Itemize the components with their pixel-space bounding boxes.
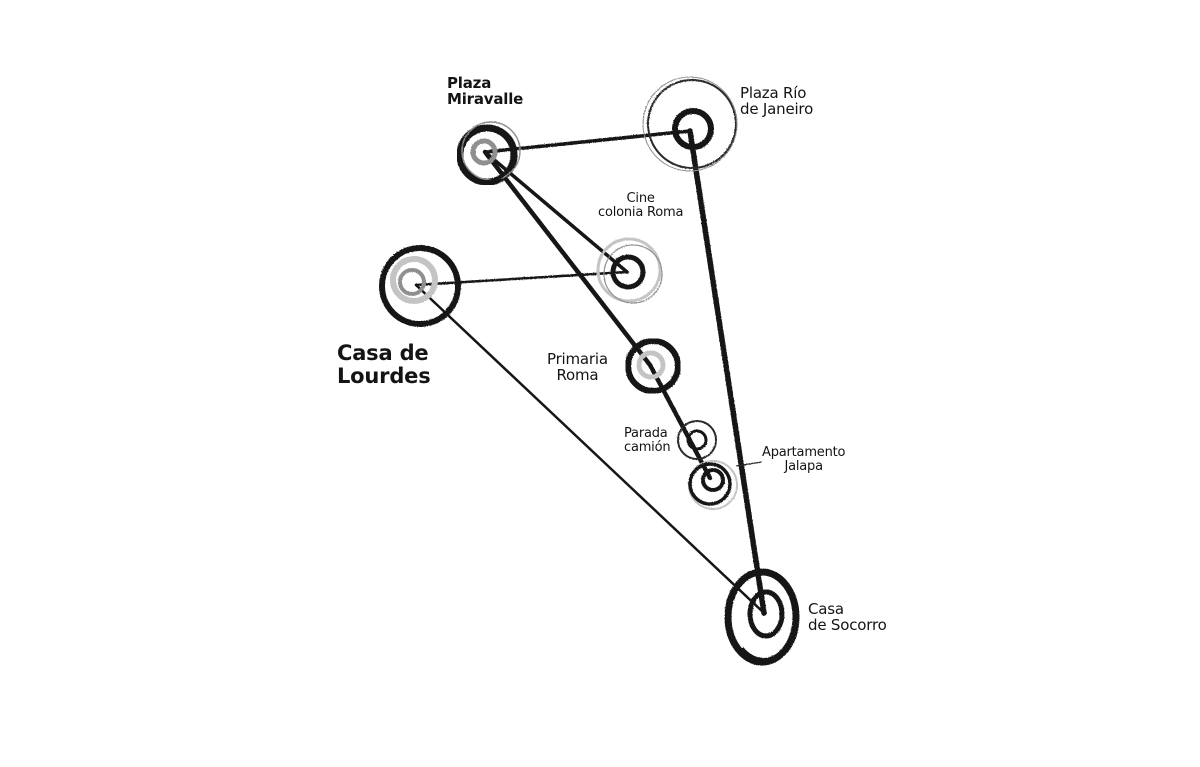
link-lourdes-socorro xyxy=(414,283,766,615)
label-casa-lourdes-line2: Lourdes xyxy=(337,363,431,388)
label-cine-line1: Cine xyxy=(626,191,655,206)
label-parada-camion: Parada camión xyxy=(624,426,671,456)
node-cine-colonia-roma xyxy=(596,237,663,304)
label-plaza-miravalle-line2: Miravalle xyxy=(447,90,524,109)
label-apartamento-line1: Apartamento xyxy=(762,445,846,460)
label-casa-socorro-line1: Casa xyxy=(808,600,844,618)
node-parada-camion xyxy=(677,420,717,460)
node-primaria-roma xyxy=(625,338,681,394)
label-parada-line2: camión xyxy=(624,440,671,456)
node-casa-de-lourdes xyxy=(379,245,461,327)
label-cine-line2: colonia Roma xyxy=(598,205,684,221)
label-apartamento-jalapa: Apartamento Jalapa xyxy=(762,445,846,475)
label-casa-de-socorro: Casa de Socorro xyxy=(808,600,887,635)
link-miravalle-primaria xyxy=(482,149,653,368)
label-casa-lourdes-line1: Casa de xyxy=(337,341,429,365)
label-parada-line1: Parada xyxy=(624,426,668,441)
link-lourdes-cine xyxy=(414,270,629,287)
label-cine-colonia-roma: Cine colonia Roma xyxy=(598,191,684,221)
node-casa-de-socorro xyxy=(724,568,800,666)
label-casa-socorro-line2: de Socorro xyxy=(808,616,887,635)
node-plaza-rio-de-janeiro xyxy=(642,76,738,172)
label-primaria-roma: Primaria Roma xyxy=(547,350,608,385)
node-plaza-miravalle xyxy=(456,121,521,186)
label-plaza-rio-de-janeiro: Plaza Río de Janeiro xyxy=(740,84,814,119)
label-plaza-rio-line1: Plaza Río xyxy=(740,84,807,102)
link-rio-socorro xyxy=(687,128,767,616)
label-plaza-rio-line2: de Janeiro xyxy=(740,100,814,119)
label-primaria-line1: Primaria xyxy=(547,350,608,368)
label-primaria-line2: Roma xyxy=(556,366,599,385)
node-apartamento-jalapa xyxy=(688,460,763,510)
label-casa-de-lourdes: Casa de Lourdes xyxy=(337,342,431,387)
label-plaza-miravalle-line1: Plaza xyxy=(447,74,492,92)
label-plaza-miravalle: Plaza Miravalle xyxy=(447,74,524,109)
label-apartamento-line2: Jalapa xyxy=(784,459,823,475)
